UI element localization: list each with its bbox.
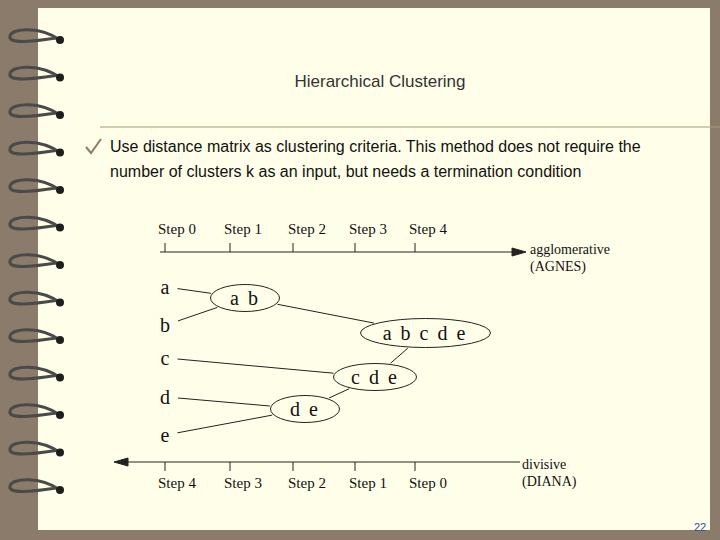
merge-line xyxy=(391,348,408,363)
punch-hole xyxy=(56,449,64,457)
spiral-ring xyxy=(10,217,60,229)
divisive-axis xyxy=(114,458,520,471)
cluster-label: a b xyxy=(210,287,280,309)
check-bullet xyxy=(86,139,101,153)
punch-hole xyxy=(56,111,64,119)
spiral-ring xyxy=(10,105,60,117)
step-label: Step 3 xyxy=(349,220,387,238)
step-label: Step 2 xyxy=(288,474,326,492)
oval-outline xyxy=(360,319,490,348)
spiral-ring xyxy=(10,142,60,154)
cluster-label: a b c d e xyxy=(360,322,491,344)
punch-hole xyxy=(56,486,64,494)
page-number: 22 xyxy=(694,521,706,534)
oval-outline xyxy=(271,396,340,423)
spiral-binding xyxy=(10,30,64,494)
merge-line xyxy=(178,415,273,433)
step-label: Step 4 xyxy=(409,220,447,238)
cluster-label: d e xyxy=(270,398,340,420)
title-rule xyxy=(100,127,720,128)
point-label: a xyxy=(159,276,174,298)
merge-line xyxy=(178,289,212,294)
cluster-oval: c d e xyxy=(333,363,417,391)
step-label: Step 1 xyxy=(224,220,262,238)
oval-outline xyxy=(211,285,280,312)
punch-hole xyxy=(56,374,64,382)
punch-hole xyxy=(56,186,64,194)
point-label: c xyxy=(159,347,174,369)
spiral-ring xyxy=(10,292,60,304)
data-point: e xyxy=(159,424,174,446)
spiral-ring xyxy=(10,330,60,342)
spiral-ring xyxy=(10,442,60,454)
cluster-oval: a b xyxy=(210,284,280,312)
data-point: b xyxy=(158,314,174,336)
spiral-ring xyxy=(10,67,60,79)
merge-line xyxy=(278,304,375,323)
punch-hole xyxy=(56,299,64,307)
bullet-text: Use distance matrix as clustering criter… xyxy=(110,134,666,184)
step-label: Step 2 xyxy=(288,220,326,238)
point-label: d xyxy=(158,386,174,408)
punch-hole xyxy=(56,224,64,232)
merge-line xyxy=(329,389,349,398)
data-point: d xyxy=(158,386,174,408)
direction-label: agglomerative (AGNES) xyxy=(530,241,640,275)
merge-line xyxy=(178,359,334,373)
oval-outline xyxy=(334,364,417,391)
spiral-ring xyxy=(10,405,60,417)
slide-title: Hierarchical Clustering xyxy=(180,72,580,92)
spiral-ring xyxy=(10,367,60,379)
merge-line xyxy=(178,307,217,321)
cluster-label: c d e xyxy=(333,366,417,388)
punch-hole xyxy=(56,74,64,82)
punch-hole xyxy=(56,411,64,419)
agglomerative-axis xyxy=(160,243,526,256)
spiral-ring xyxy=(10,180,60,192)
cluster-oval: a b c d e xyxy=(360,318,491,348)
punch-hole xyxy=(56,149,64,157)
punch-hole xyxy=(56,261,64,269)
spiral-ring xyxy=(10,480,60,492)
step-label: Step 4 xyxy=(158,474,196,492)
data-point: c xyxy=(159,347,174,369)
step-label: Step 3 xyxy=(224,474,262,492)
step-label: Step 0 xyxy=(409,474,447,492)
punch-hole xyxy=(56,336,64,344)
merge-line xyxy=(178,398,270,406)
cluster-oval: d e xyxy=(270,395,340,423)
point-label: b xyxy=(158,314,174,336)
punch-hole xyxy=(56,36,64,44)
step-label: Step 0 xyxy=(158,220,196,238)
spiral-ring xyxy=(10,30,60,42)
step-label: Step 1 xyxy=(349,474,387,492)
data-point: a xyxy=(159,276,174,298)
point-label: e xyxy=(159,424,174,446)
direction-label: divisive (DIANA) xyxy=(522,456,622,490)
spiral-ring xyxy=(10,255,60,267)
